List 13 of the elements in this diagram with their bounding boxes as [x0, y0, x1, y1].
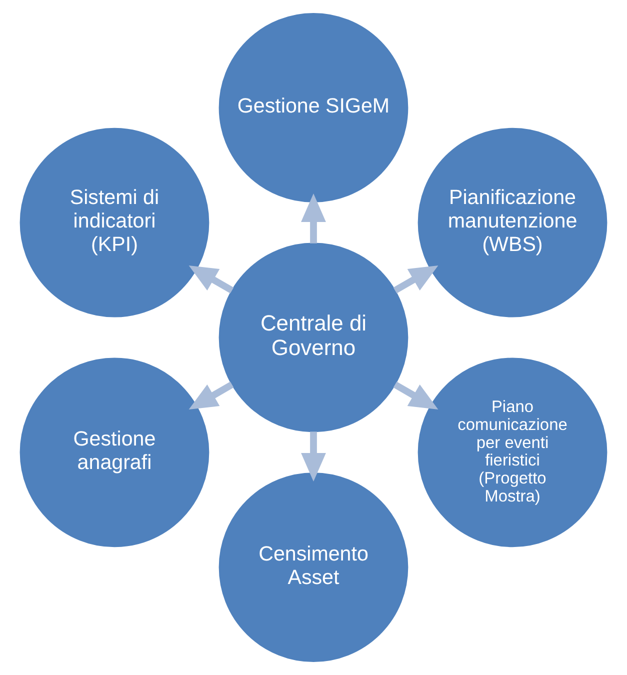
arrow [188, 382, 234, 410]
arrow [393, 266, 438, 294]
arrow [393, 382, 438, 410]
node-circle: Gestione anagrafi [20, 358, 210, 548]
arrow [188, 266, 234, 294]
node-circle: Piano comunicazione per eventi fieristici (Progetto Mostra) [418, 358, 608, 548]
node-circle: Sistemi di indicatori (KPI) [20, 128, 210, 318]
node-circle: Gestione SIGeM [218, 13, 408, 202]
node-circle: Centrale di Governo [218, 242, 408, 432]
arrow [301, 432, 326, 482]
node-circle: Pianificazione manutenzione (WBS) [418, 128, 608, 318]
node-circle: Censimento Asset [218, 472, 408, 662]
arrow [301, 194, 326, 244]
